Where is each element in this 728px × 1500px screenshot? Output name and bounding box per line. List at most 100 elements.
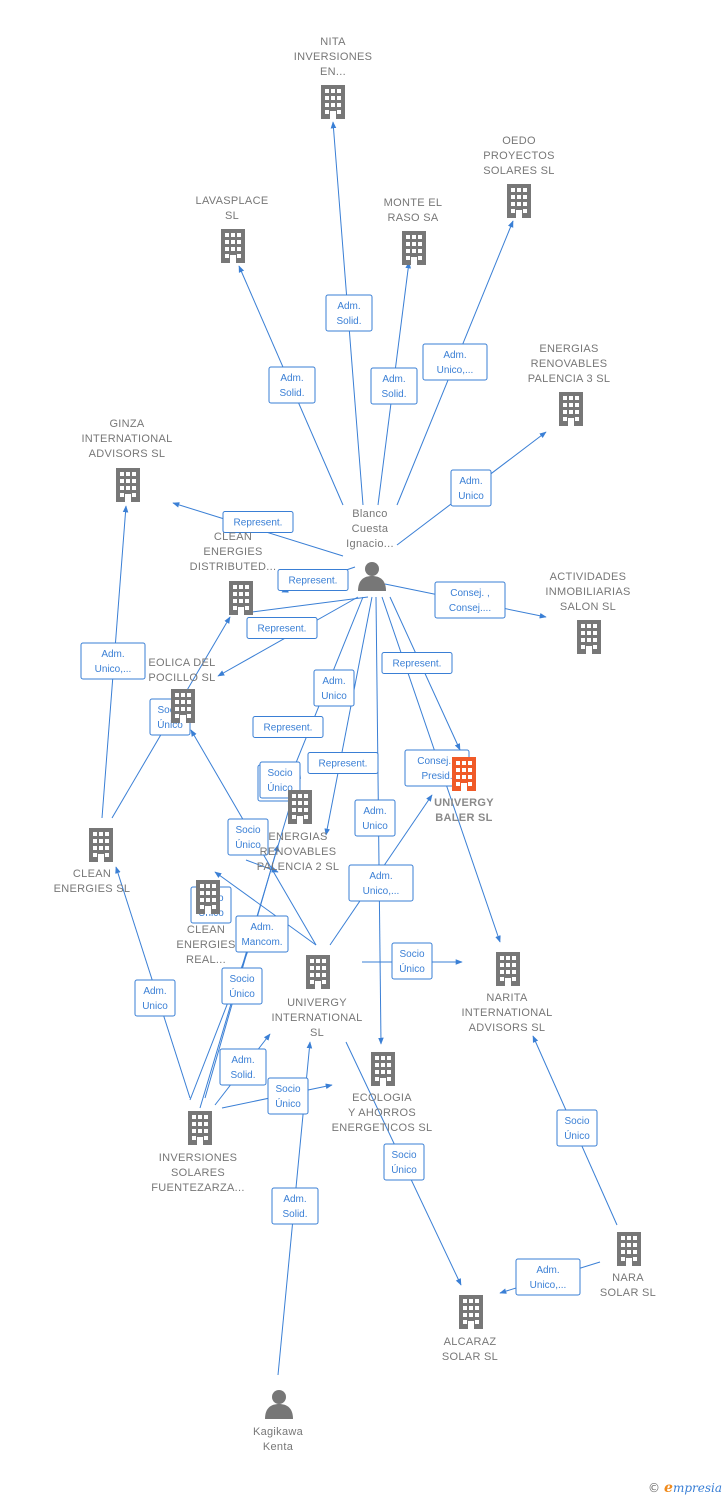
edge-label-box (267, 1077, 309, 1115)
edge-label-blanco-to-actividades[interactable]: Consej. ,Consej.... (434, 581, 506, 619)
edge-label-box (268, 366, 316, 404)
edge-label-blanco-to-lavasplace[interactable]: Adm.Solid. (268, 366, 316, 404)
building-icon (402, 231, 426, 265)
empresia-brand[interactable]: ©empresia (648, 1480, 722, 1496)
building-icon (459, 1295, 483, 1329)
node-label-line: ENERGIES SL (54, 883, 131, 895)
edge-label-box (556, 1109, 598, 1147)
node-label-line: EOLICA DEL (148, 657, 215, 669)
edge-label-inversiones-to-univergyintl[interactable]: Adm.Solid. (219, 1048, 267, 1086)
edge-label-blanco-to-univergybaler[interactable]: Represent. (381, 652, 453, 674)
edge-label-blanco-to-palencia2[interactable]: Adm. Unico (313, 669, 355, 707)
edge-label-text: Único (391, 1163, 417, 1176)
edge-label-blanco-to-ecologia[interactable]: Adm.Unico (354, 799, 396, 837)
edge-label-text: Único (229, 987, 255, 1000)
brand-initial: e (664, 1480, 673, 1496)
edge-label-blanco-to-nita[interactable]: Adm.Solid. (325, 294, 373, 332)
edge-label-box (422, 343, 488, 381)
node-label-line: SOLARES SL (483, 165, 554, 177)
node-label-line: ENERGIAS (539, 343, 598, 355)
edge-label-text: Unico (142, 1001, 168, 1012)
edge-label-box (391, 942, 433, 980)
node-label-line: ENERGIES (203, 546, 262, 558)
node-label-line: INMOBILIARIAS (545, 586, 630, 598)
edge-label-cleansl-to-ginza[interactable]: Adm. Unico,... (80, 642, 146, 680)
node-label-line: INVERSIONES (294, 51, 373, 63)
edge-label-text: Unico,... (95, 664, 132, 675)
edge-label-inversiones-to-cleansl[interactable]: Adm.Unico (134, 979, 176, 1017)
building-icon (577, 620, 601, 654)
edge-label-kagikawa-to-univergyintl[interactable]: Adm.Solid. (271, 1187, 319, 1225)
edge-label-inversiones-to-palencia2[interactable]: Adm.Mancom. (235, 915, 289, 953)
edge-label-blanco-to-cleandist[interactable]: Represent. (252, 716, 324, 738)
edge-label-nara-to-alcaraz[interactable]: Adm.Unico,... (515, 1258, 581, 1296)
building-icon (507, 184, 531, 218)
node-label-line: SL (225, 210, 239, 222)
edge-label-blanco-to-cleandist[interactable]: Represent. (277, 569, 349, 591)
edge-label-text: Consej. , (450, 588, 489, 599)
edge-label-box (313, 669, 355, 707)
edge-label-box (252, 716, 324, 738)
edge-label-text: Socio (157, 705, 182, 716)
building-icon (321, 85, 345, 119)
edge-label-text: Adm. (443, 350, 466, 361)
edge-label-blanco-to-eolica[interactable]: Represent. (246, 617, 318, 639)
node-label-line: REAL... (186, 954, 226, 966)
edge-label-univergyintl-to-univergybaler[interactable]: Adm.Unico,... (348, 864, 414, 902)
edge-label-text: Adm. (280, 373, 303, 384)
edge-label-text: Adm. (101, 649, 124, 660)
edge-label-text: Solid. (381, 389, 406, 400)
node-label-line: INTERNATIONAL (81, 433, 172, 445)
edge-label-box (354, 799, 396, 837)
edge-label-text: Adm. (322, 676, 345, 687)
building-icon (617, 1232, 641, 1266)
edge-label-text: Socio (229, 974, 254, 985)
node-label-line: Cuesta (352, 523, 389, 535)
edge-label-blanco-to-palencia2[interactable]: Represent. (307, 752, 379, 774)
building-icon (188, 1111, 212, 1145)
edge-label-blanco-to-palencia3[interactable]: Adm.Unico (450, 469, 492, 507)
edge-label-text: Unico,... (363, 886, 400, 897)
building-icon (196, 880, 220, 914)
building-icon (452, 757, 476, 791)
edge-label-box (450, 469, 492, 507)
edge-label-text: Unico (321, 691, 347, 702)
building-icon (171, 689, 195, 723)
edge-label-blanco-to-monte[interactable]: Adm.Solid. (370, 367, 418, 405)
edge-label-text: Represent. (319, 759, 368, 770)
edge-label-blanco-to-oedo[interactable]: Adm.Unico,... (422, 343, 488, 381)
edge-label-blanco-to-ginza[interactable]: Represent. (222, 511, 294, 533)
